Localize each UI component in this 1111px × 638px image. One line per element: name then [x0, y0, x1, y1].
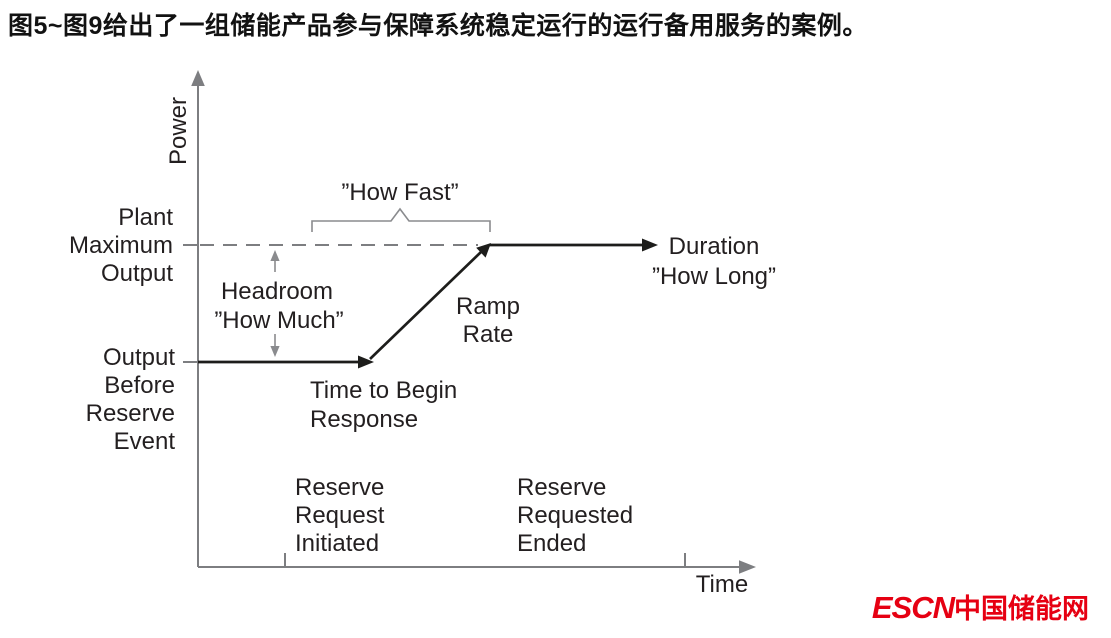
- svg-text:Headroom: Headroom: [221, 278, 333, 305]
- svg-text:”How Long”: ”How Long”: [652, 263, 776, 290]
- output-before-reserve-event-label: Output Before Reserve Event: [86, 344, 176, 455]
- svg-text:Request: Request: [295, 502, 385, 529]
- reserve-request-initiated-label: Reserve Request Initiated: [295, 474, 385, 557]
- escn-logo-latin: ESCN: [871, 590, 955, 625]
- ramp-rate-label: Ramp Rate: [456, 293, 520, 348]
- x-axis: [198, 553, 756, 574]
- ramp-line: [369, 251, 482, 360]
- response-curve: [198, 238, 658, 369]
- headroom-label: Headroom ”How Much”: [214, 278, 343, 334]
- svg-text:Reserve: Reserve: [517, 474, 606, 501]
- svg-text:Output: Output: [101, 260, 173, 287]
- headroom-up-arrow-icon: [270, 250, 280, 261]
- svg-text:Ended: Ended: [517, 530, 586, 557]
- reserve-requested-ended-label: Reserve Requested Ended: [517, 474, 633, 557]
- svg-text:Output: Output: [103, 344, 175, 371]
- svg-text:Requested: Requested: [517, 502, 633, 529]
- svg-text:Time to Begin: Time to Begin: [310, 377, 457, 404]
- svg-text:Reserve: Reserve: [295, 474, 384, 501]
- power-axis-label: Power: [165, 97, 192, 165]
- svg-text:Reserve: Reserve: [86, 400, 175, 427]
- svg-text:Rate: Rate: [463, 321, 514, 348]
- svg-text:Duration: Duration: [669, 233, 760, 260]
- svg-text:Ramp: Ramp: [456, 293, 520, 320]
- svg-text:Plant: Plant: [118, 204, 173, 231]
- headroom-measure-arrows: [270, 250, 280, 357]
- svg-text:Initiated: Initiated: [295, 530, 379, 557]
- duration-arrow-icon: [642, 238, 658, 252]
- baseline-arrow-icon: [358, 355, 374, 369]
- how-fast-brace: [311, 207, 491, 232]
- escn-logo: ESCN中国储能网: [872, 592, 1089, 623]
- figure-caption: 图5~图9给出了一组储能产品参与保障系统稳定运行的运行备用服务的案例。: [8, 12, 868, 40]
- svg-text:Before: Before: [104, 372, 175, 399]
- how-fast-label: ”How Fast”: [341, 179, 458, 206]
- plant-maximum-output-label: Plant Maximum Output: [69, 204, 173, 287]
- time-axis-label: Time: [696, 571, 748, 598]
- escn-logo-chinese: 中国储能网: [954, 594, 1089, 624]
- svg-text:Maximum: Maximum: [69, 232, 173, 259]
- headroom-down-arrow-icon: [270, 346, 280, 357]
- ramp-arrow-icon: [476, 243, 491, 258]
- svg-text:Event: Event: [114, 428, 176, 455]
- x-axis-arrow-icon: [739, 560, 756, 574]
- time-to-begin-response-label: Time to Begin Response: [310, 377, 457, 433]
- y-axis: [183, 70, 205, 567]
- duration-how-long-label: Duration ”How Long”: [652, 233, 776, 290]
- svg-text:Response: Response: [310, 406, 418, 433]
- svg-text:”How Much”: ”How Much”: [214, 307, 343, 334]
- y-axis-arrow-icon: [191, 70, 205, 86]
